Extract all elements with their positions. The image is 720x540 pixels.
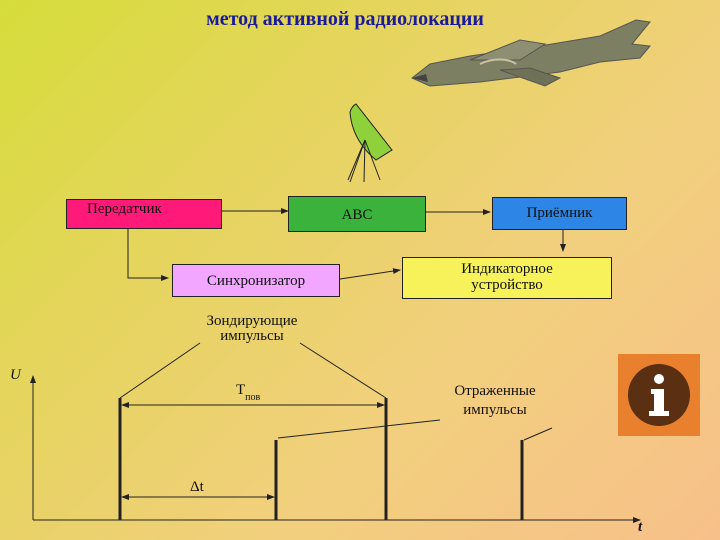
receiver-label: Приёмник [526, 205, 593, 221]
synchronizer-label: Синхронизатор [206, 273, 306, 289]
reflected-pointer-right [523, 427, 553, 441]
indicator-label: Индикаторное устройство [461, 261, 553, 293]
aircraft-icon [411, 19, 651, 87]
indicator-block: Индикаторное устройство [402, 257, 612, 299]
radar-dish-icon [347, 103, 393, 183]
probe-pulses-label: Зондирующие импульсы [206, 313, 298, 344]
abc-label: АВС [341, 207, 373, 223]
info-button[interactable] [618, 354, 700, 436]
probe-pointer-right [299, 342, 387, 399]
arrow-sync-indicator [339, 268, 401, 280]
arrow-transmitter-sync [127, 229, 169, 281]
probe-pointer-left [119, 342, 201, 399]
reflected-pointer-left [277, 419, 441, 439]
slide-title: метод активной радиолокации [206, 8, 484, 30]
receiver-block: Приёмник [492, 197, 627, 230]
period-subscript: пов [245, 392, 261, 403]
reflected-pulses-label: Отраженные импульсы [454, 383, 536, 418]
block-arrows [127, 208, 566, 281]
axis-t-label: t [638, 519, 643, 535]
delta-t-label: Δt [190, 479, 204, 495]
transmitter-block: Передатчик [66, 199, 222, 229]
timing-chart [30, 342, 641, 523]
axis-u-label: U [10, 367, 21, 383]
period-symbol: Т [236, 382, 246, 398]
abc-block: АВС [288, 196, 426, 232]
synchronizer-block: Синхронизатор [172, 264, 340, 297]
transmitter-label: Передатчик [87, 201, 162, 217]
period-label: Тпов [236, 383, 260, 403]
info-icon [628, 364, 690, 426]
